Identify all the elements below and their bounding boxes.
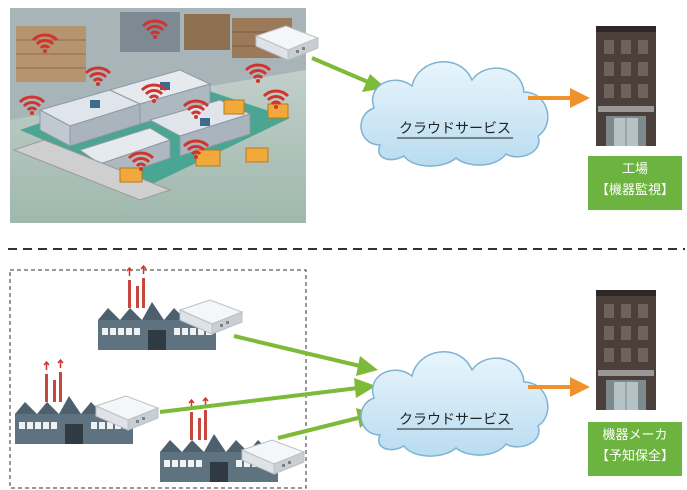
- conveyor-and-carts: [12, 99, 289, 201]
- arrowhead: [570, 377, 590, 397]
- office-building-icon: [595, 289, 657, 411]
- device-to-cloud-arrow: [159, 386, 359, 414]
- cloud-service-top: クラウドサービス: [360, 61, 549, 167]
- arrowhead: [570, 88, 590, 108]
- arrowhead: [354, 378, 376, 398]
- cloud-label: クラウドサービス: [399, 412, 511, 428]
- destination-subtitle: 【予知保全】: [595, 449, 674, 464]
- factory-group-frame: [9, 269, 307, 489]
- maker-destination-badge: 機器メーカ 【予知保全】: [588, 422, 682, 476]
- destination-title: 機器メーカ: [602, 428, 668, 443]
- cloud-service-bottom: クラウドサービス: [360, 351, 549, 457]
- factory-destination-badge: 工場 【機器監視】: [588, 156, 682, 210]
- device-to-cloud-arrow: [233, 334, 361, 368]
- office-building-icon: [595, 25, 657, 147]
- cloud-icon: [360, 351, 549, 457]
- device-to-cloud-arrow: [277, 416, 359, 440]
- cloud-label: クラウドサービス: [399, 121, 511, 137]
- production-machines: [38, 69, 252, 183]
- destination-title: 工場: [621, 162, 648, 177]
- cloud-icon: [360, 61, 549, 167]
- device-to-cloud-arrow: [311, 56, 369, 84]
- arrowhead: [356, 356, 378, 376]
- destination-subtitle: 【機器監視】: [595, 183, 674, 198]
